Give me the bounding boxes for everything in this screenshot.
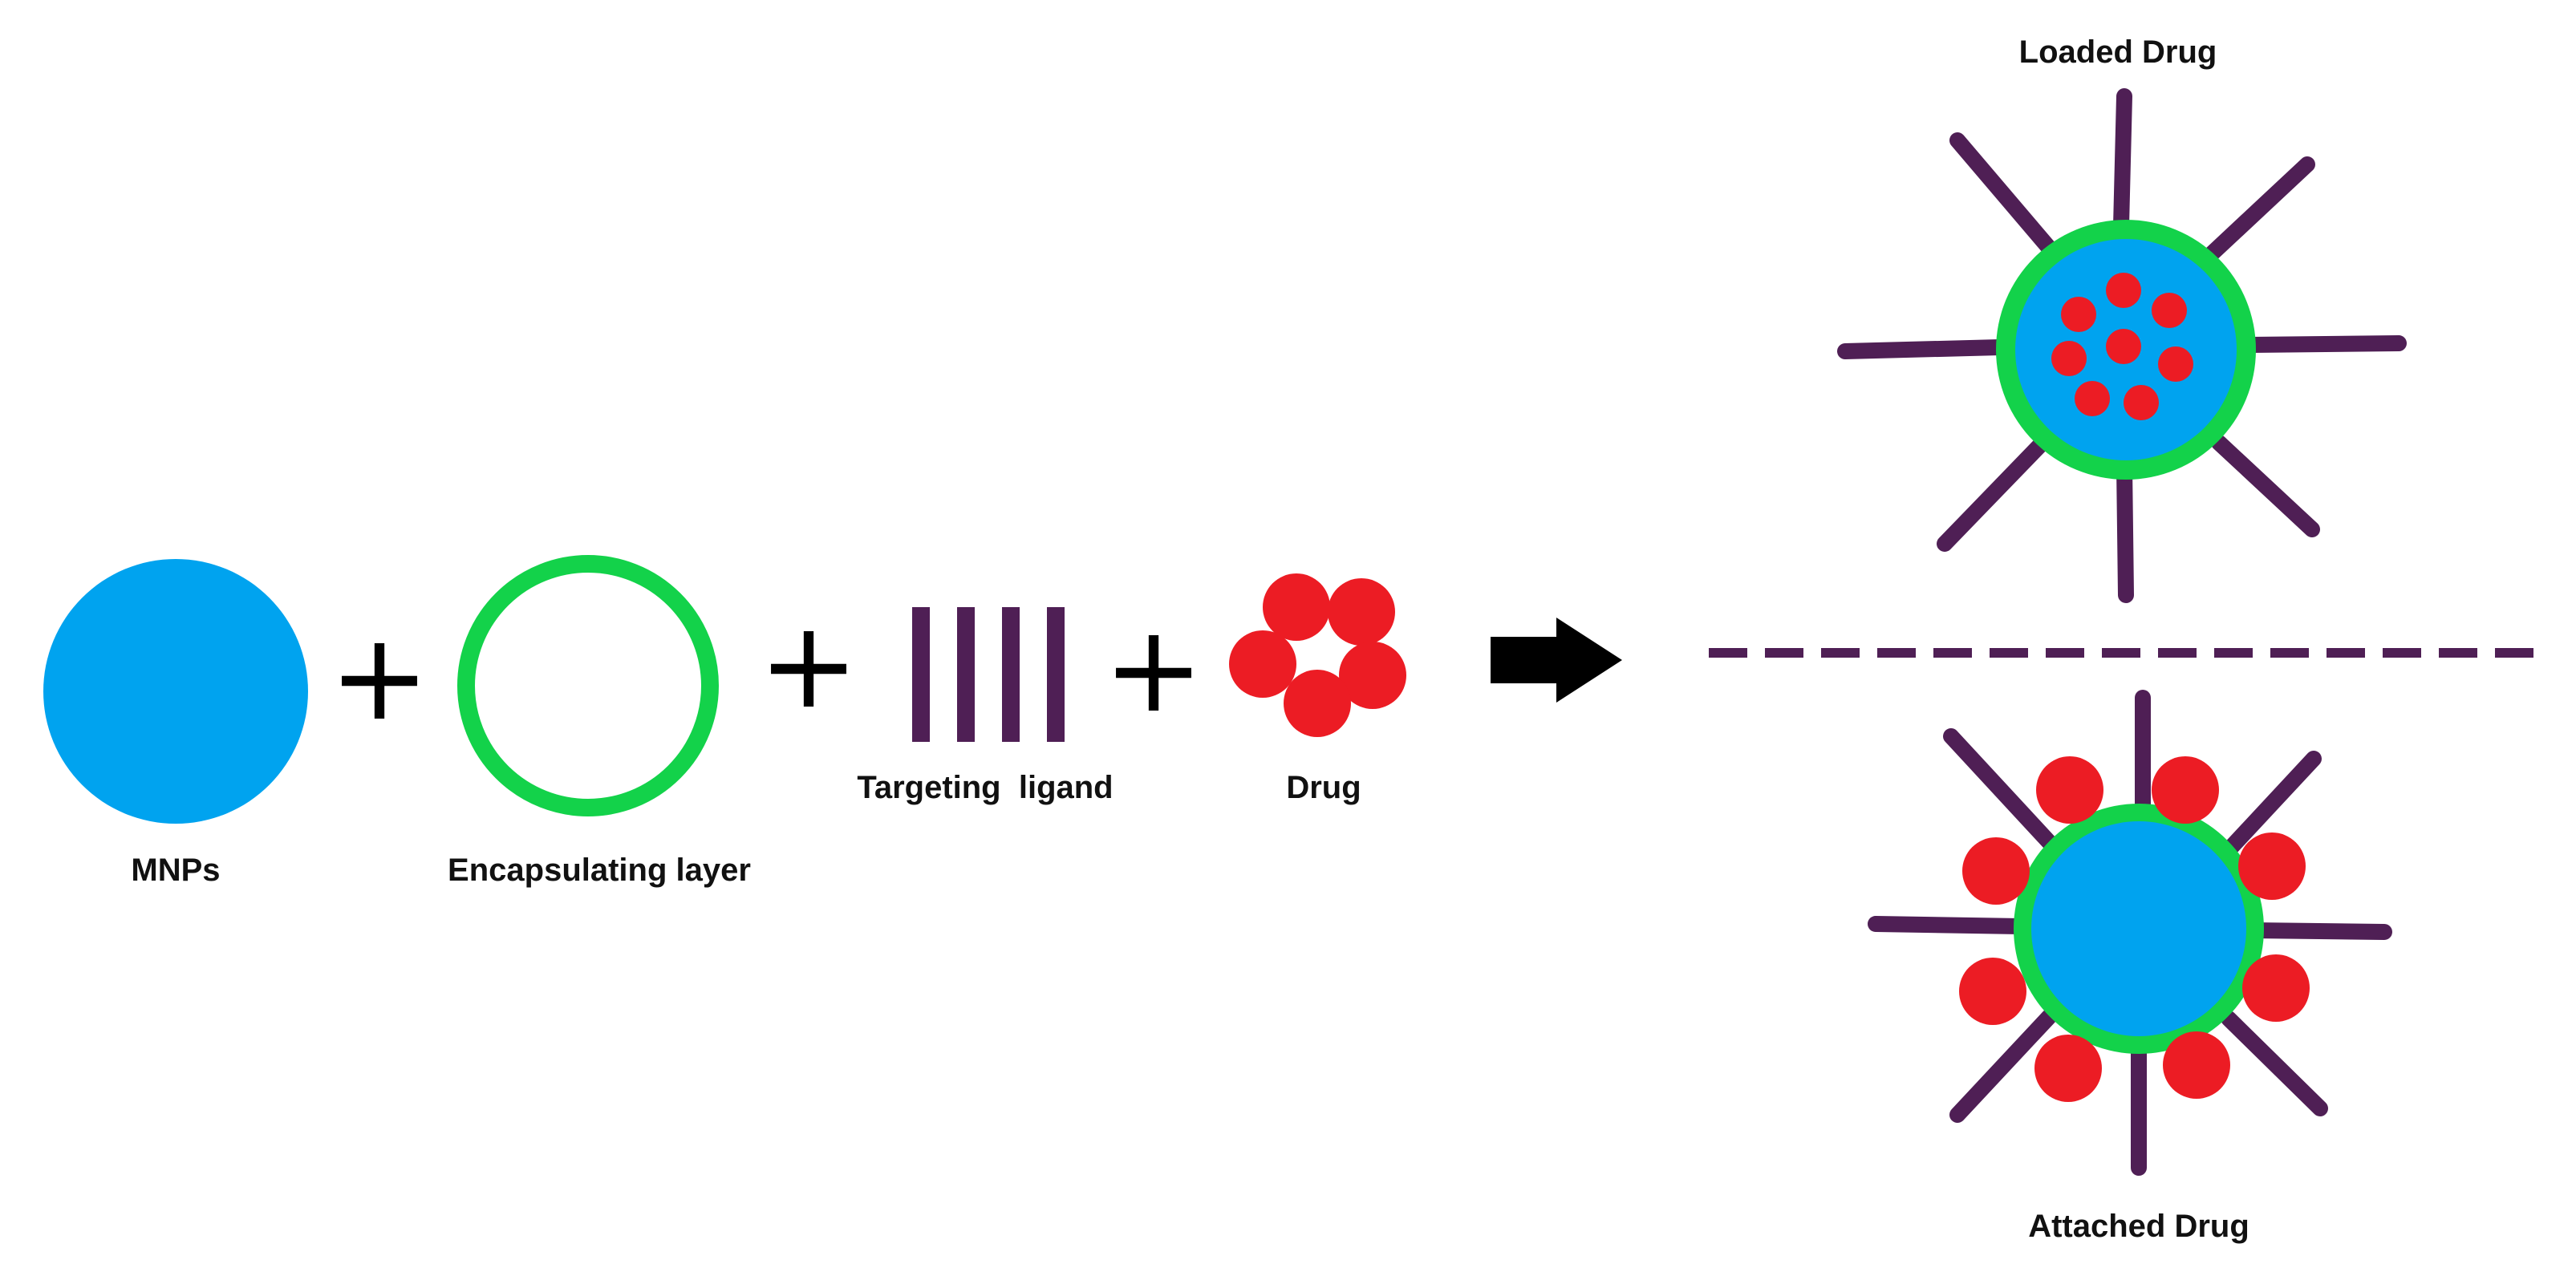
drug-molecule	[1328, 578, 1395, 646]
ligand-spike	[2221, 1011, 2328, 1116]
mnp-particle-icon	[43, 559, 308, 824]
attached-drug-label: Attached Drug	[2028, 1209, 2249, 1244]
ligand-spike	[2242, 335, 2407, 353]
ligand-spike	[1868, 916, 2028, 934]
drug-molecule	[2075, 381, 2110, 416]
attached-drug-molecules	[1959, 756, 2310, 1102]
attached-core	[2031, 821, 2246, 1036]
mnps-label: MNPs	[131, 853, 220, 888]
drug-molecule	[1284, 670, 1351, 737]
loaded-drug-label: Loaded Drug	[2019, 34, 2217, 70]
loaded-ligand-spikes	[1837, 88, 2407, 603]
plus-sign-2: +	[758, 596, 859, 735]
ligand-spike	[2116, 457, 2134, 603]
drug-molecule	[1959, 958, 2026, 1025]
targeting-ligand-label: Targeting ligand	[857, 770, 1113, 805]
right-arrow-icon	[1491, 618, 1622, 703]
ligand-spike	[2219, 751, 2322, 860]
drug-cluster-icon	[1229, 573, 1406, 737]
drug-molecule	[2238, 832, 2306, 900]
drug-molecule	[2036, 756, 2103, 824]
ligand-spike	[1937, 436, 2049, 552]
ligand-spike	[1949, 1009, 2057, 1123]
plus-sign-3: +	[1103, 600, 1204, 739]
drug-label: Drug	[1286, 770, 1361, 805]
drug-molecule	[2124, 385, 2159, 420]
ligand-spike	[1837, 339, 2008, 359]
drug-molecule	[1962, 837, 2030, 905]
ligand-spike	[2211, 435, 2320, 537]
loaded-drug-molecules	[2051, 273, 2193, 420]
ligand-spike	[2245, 922, 2392, 940]
drug-molecule	[2051, 341, 2087, 376]
ligand-spike	[2201, 156, 2315, 265]
targeting-ligand-component: Targeting ligand	[857, 607, 1114, 805]
ligand-spike	[2113, 88, 2132, 234]
ligand-spike	[1949, 132, 2062, 261]
loaded-drug-product: Loaded Drug	[1837, 34, 2407, 603]
drug-component: Drug	[1229, 573, 1406, 805]
drug-molecule	[2106, 329, 2141, 364]
drug-molecule	[1229, 630, 1296, 698]
drug-molecule	[2106, 273, 2141, 308]
plus-sign-1: +	[329, 608, 430, 747]
drug-molecule	[2034, 1035, 2102, 1102]
drug-molecule	[1339, 642, 1406, 709]
drug-molecule	[2242, 954, 2310, 1022]
drug-molecule	[2152, 756, 2219, 824]
drug-molecule	[2152, 293, 2187, 328]
encapsulating-layer-component: Encapsulating layer	[448, 555, 751, 888]
ligand-spike	[1943, 728, 2059, 852]
ligand-bars-icon	[912, 607, 1065, 742]
drug-molecule	[1263, 573, 1330, 641]
encapsulating-layer-label: Encapsulating layer	[448, 853, 751, 888]
drug-molecule	[2163, 1031, 2230, 1099]
attached-drug-product: Attached Drug	[1868, 690, 2392, 1244]
loaded-nanoparticle-icon	[1837, 88, 2407, 603]
drug-molecule	[2158, 346, 2193, 382]
encapsulating-ring-icon	[457, 555, 719, 816]
attached-nanoparticle-icon	[1868, 690, 2392, 1176]
mnps-component: MNPs	[43, 559, 308, 888]
drug-molecule	[2061, 297, 2096, 332]
